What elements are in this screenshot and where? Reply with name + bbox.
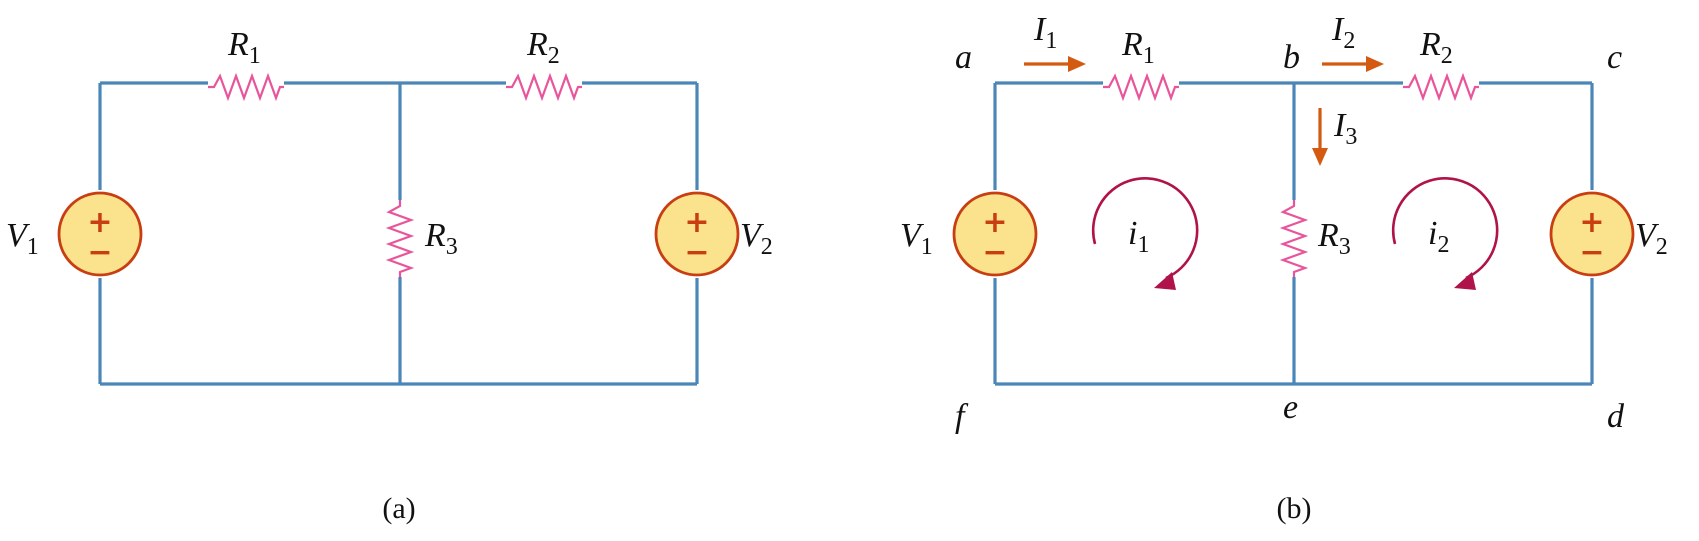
- figure-b: R1 R2 R3 + − V1 + − V2 a b c d e f: [900, 11, 1668, 525]
- label-v1-a: V1: [6, 217, 39, 260]
- plus-sign-icon: +: [1579, 205, 1604, 240]
- minus-sign-icon: −: [87, 235, 112, 270]
- figure-b-wires: [993, 81, 1594, 386]
- node-label-f: f: [955, 398, 969, 435]
- label-current-i2: I2: [1331, 11, 1355, 54]
- voltage-source-v1-a: + −: [57, 191, 143, 277]
- minus-sign-icon: −: [1579, 235, 1604, 270]
- current-arrow-i1: [1024, 56, 1086, 72]
- current-arrow-i3: [1312, 108, 1328, 166]
- label-r3-b: R3: [1317, 217, 1351, 260]
- node-label-a: a: [955, 39, 972, 76]
- voltage-source-v2-a: + −: [654, 191, 740, 277]
- plus-sign-icon: +: [684, 205, 709, 240]
- plus-sign-icon: +: [982, 205, 1007, 240]
- current-arrow-i2: [1322, 56, 1384, 72]
- mesh-arrow-i2: [1391, 177, 1499, 290]
- caption-b: (b): [1277, 492, 1312, 525]
- figure-a: R1 R2 R3 + − V1 + − V2 (a): [6, 26, 773, 525]
- label-v2-a: V2: [740, 217, 773, 260]
- label-r2-b: R2: [1419, 26, 1453, 69]
- label-current-i1: I1: [1033, 11, 1057, 54]
- resistor-r1-b: [1103, 72, 1179, 102]
- label-r3-a: R3: [424, 217, 458, 260]
- resistor-r3-a: [385, 200, 415, 277]
- label-mesh-i1: i1: [1128, 215, 1149, 258]
- node-label-e: e: [1283, 389, 1298, 426]
- node-label-b: b: [1283, 39, 1300, 76]
- label-current-i3: I3: [1333, 107, 1357, 150]
- resistor-r1-a: [208, 72, 284, 102]
- label-r2-a: R2: [526, 26, 560, 69]
- resistor-r3-b: [1279, 200, 1309, 277]
- plus-sign-icon: +: [87, 205, 112, 240]
- resistor-r2-a: [506, 72, 582, 102]
- minus-sign-icon: −: [982, 235, 1007, 270]
- resistor-r2-b: [1403, 72, 1479, 102]
- node-label-c: c: [1607, 39, 1622, 76]
- node-label-d: d: [1607, 398, 1625, 435]
- minus-sign-icon: −: [684, 235, 709, 270]
- voltage-source-v2-b: + −: [1549, 191, 1635, 277]
- label-r1-a: R1: [227, 26, 261, 69]
- mesh-arrow-i1: [1091, 177, 1199, 290]
- label-v1-b: V1: [900, 217, 933, 260]
- label-v2-b: V2: [1635, 217, 1668, 260]
- caption-a: (a): [382, 492, 415, 525]
- label-r1-b: R1: [1121, 26, 1155, 69]
- figure-a-wires: [98, 81, 699, 386]
- label-mesh-i2: i2: [1428, 215, 1449, 258]
- voltage-source-v1-b: + −: [952, 191, 1038, 277]
